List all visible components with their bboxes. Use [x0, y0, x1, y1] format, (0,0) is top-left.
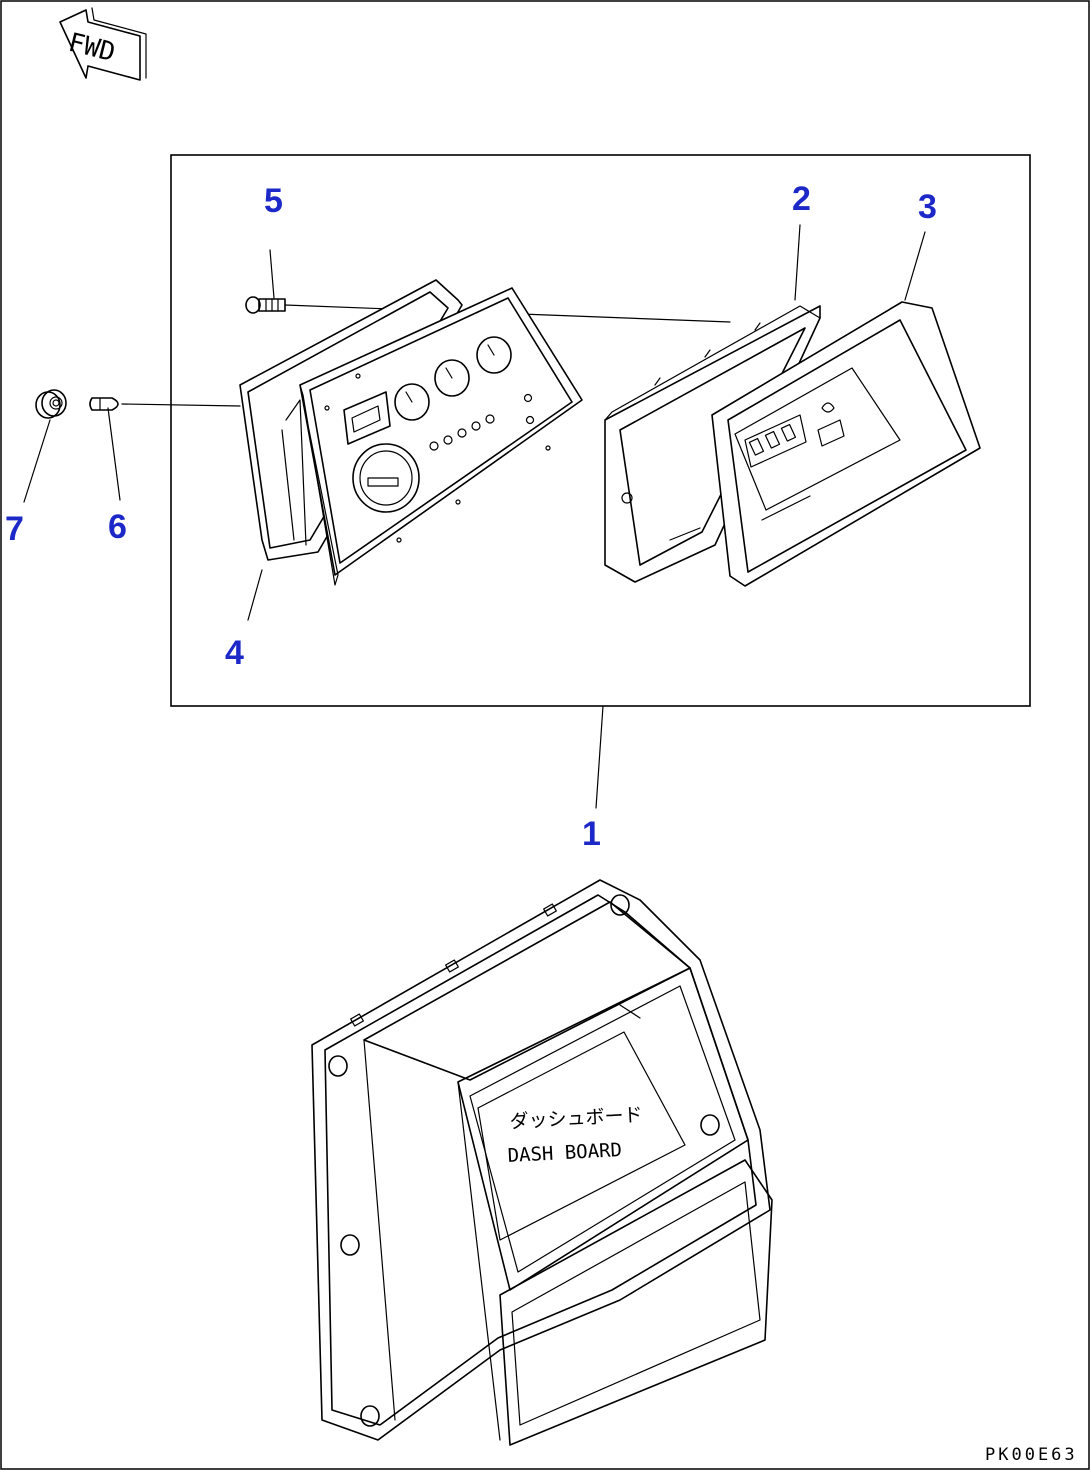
- part-2-gasket: [604, 305, 821, 583]
- meter-panel: [299, 287, 583, 586]
- gauge-2: [434, 359, 470, 397]
- leader-5: [269, 249, 275, 299]
- cap-alignment-line: [121, 403, 241, 407]
- bolt-hole: [700, 1114, 720, 1136]
- tachometer-gauge: [352, 443, 420, 513]
- callout-1: 1: [582, 815, 601, 853]
- forward-arrow-icon: FWD: [59, 7, 147, 81]
- fwd-label: FWD: [65, 28, 118, 68]
- callout-2: 2: [792, 180, 811, 218]
- indicator-lamps: [324, 373, 551, 543]
- leader-4: [247, 569, 263, 621]
- gauge-1: [394, 383, 430, 421]
- callout-4: 4: [225, 634, 244, 672]
- assembly-frame: [170, 154, 1031, 707]
- leader-7: [23, 419, 51, 503]
- leader-2: [794, 224, 801, 301]
- bolt-hole: [360, 1405, 380, 1427]
- part-6-bulb: [89, 397, 119, 411]
- leader-3: [904, 231, 926, 301]
- callout-5: 5: [264, 182, 283, 220]
- bolt-hole: [610, 894, 630, 916]
- part-5-screw: [245, 296, 286, 314]
- drawing-code: PK00E63: [985, 1445, 1078, 1465]
- part-3-cover: [711, 301, 981, 587]
- bolt-hole: [340, 1234, 360, 1256]
- part-1-dashboard-housing: ダッシュボード DASH BOARD: [311, 879, 773, 1446]
- callout-6: 6: [108, 508, 127, 546]
- leader-6: [107, 407, 121, 501]
- callout-3: 3: [918, 188, 937, 226]
- display-window: [343, 391, 391, 445]
- callout-numbers: 1 2 3 4 5 6 7: [5, 180, 937, 853]
- leader-1: [595, 705, 604, 809]
- gauge-3: [476, 336, 512, 374]
- part-7-nut: [35, 389, 67, 419]
- callout-7: 7: [5, 510, 24, 548]
- bolt-hole: [328, 1055, 348, 1077]
